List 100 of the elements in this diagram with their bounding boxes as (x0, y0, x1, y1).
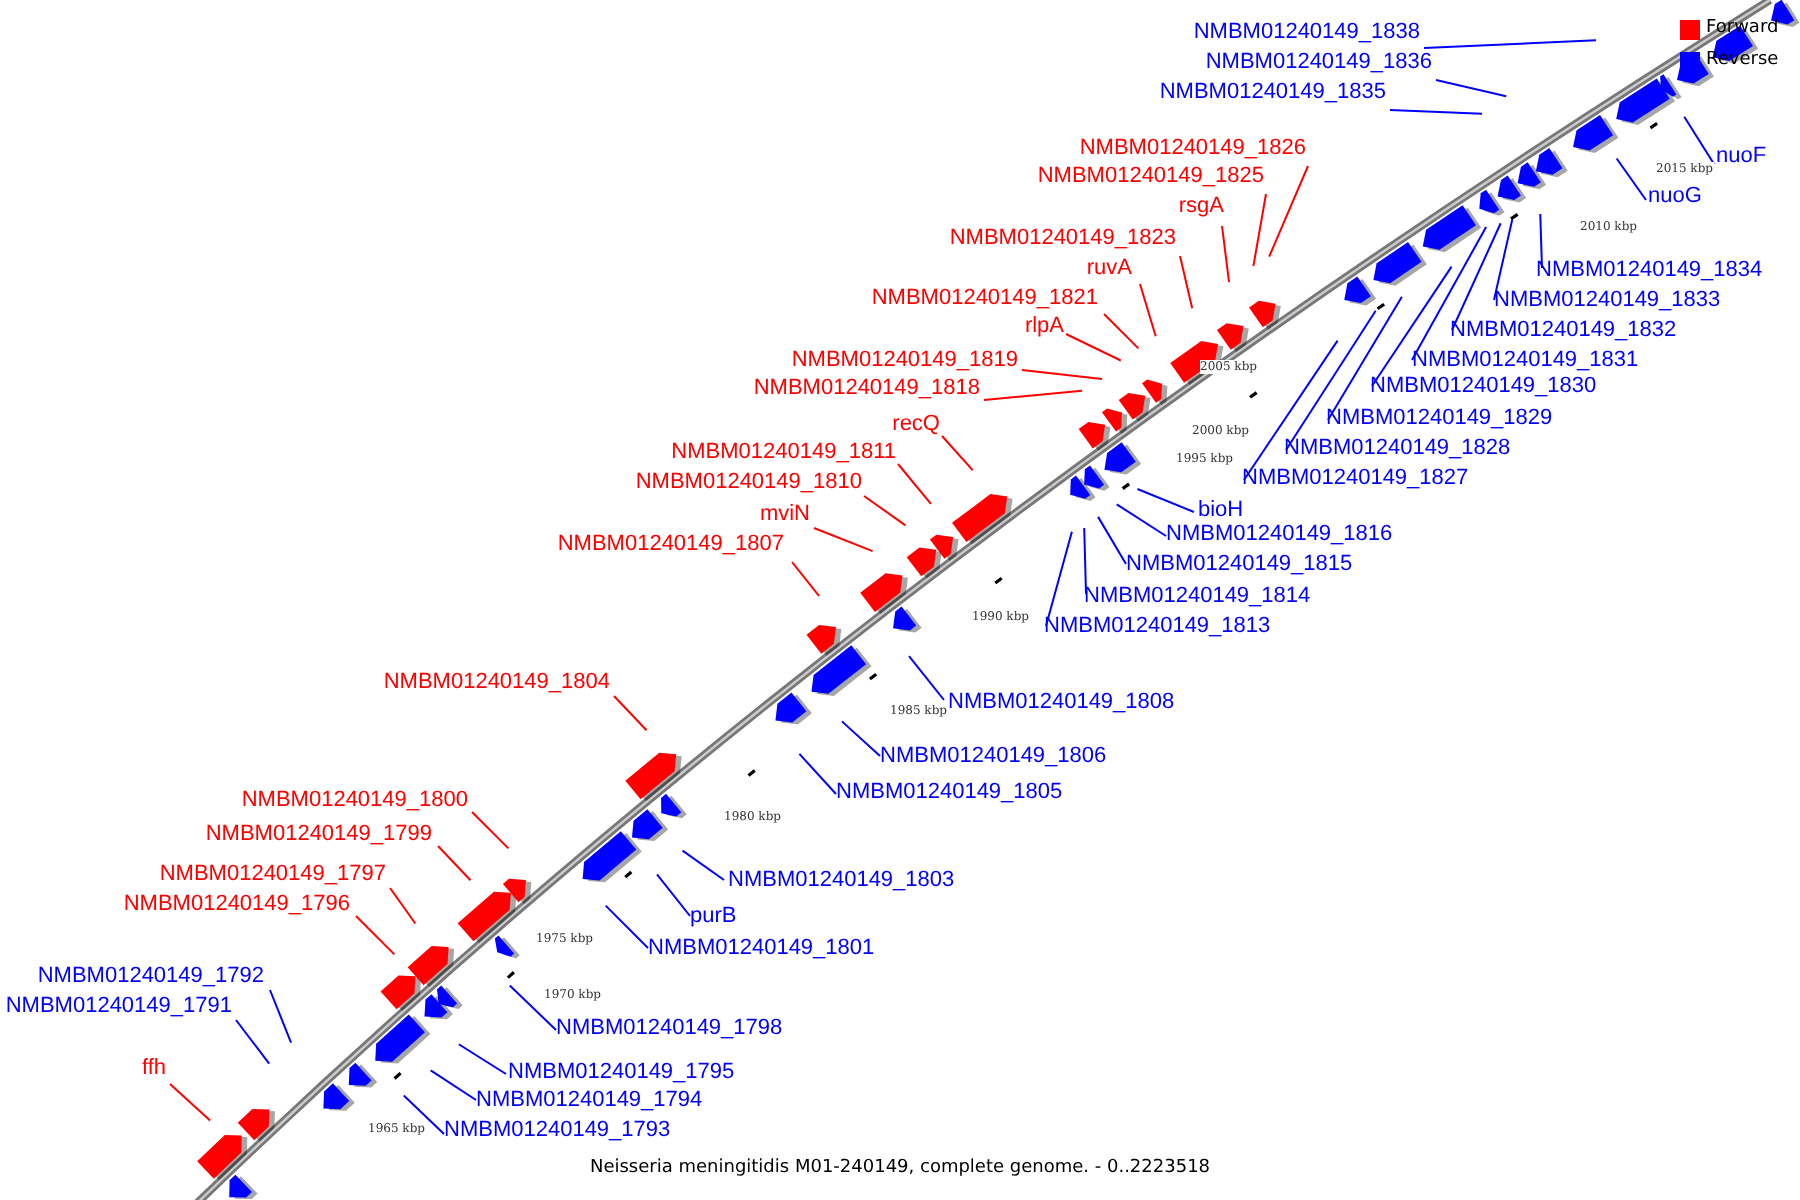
leader-line (508, 984, 557, 1031)
leader-line (983, 389, 1084, 401)
gene-label: NMBM01240149_1796 (123, 892, 350, 918)
leader-line (798, 752, 837, 795)
leader-line (840, 720, 881, 757)
gene-label: NMBM01240149_1794 (476, 1088, 703, 1114)
leader-line (1097, 515, 1127, 565)
leader-line (1268, 165, 1309, 258)
leader-line (1065, 333, 1122, 362)
gene-label: NMBM01240149_1831 (1412, 348, 1639, 374)
leader-line (1139, 283, 1157, 338)
leader-line (429, 1069, 477, 1101)
gene-label: NMBM01240149_1800 (241, 788, 468, 814)
leader-line (235, 1019, 271, 1065)
leader-line (604, 904, 649, 949)
gene-label: NMBM01240149_1833 (1494, 288, 1721, 314)
gene-label: NMBM01240149_1807 (557, 532, 784, 558)
leader-line (457, 1043, 507, 1075)
gene-label: rlpA (1024, 314, 1064, 340)
leader-line (655, 873, 691, 917)
gene-label: NMBM01240149_1826 (1079, 136, 1306, 162)
gene-label: nuoF (1716, 144, 1767, 170)
leader-line (355, 915, 396, 956)
leader-line (1221, 225, 1230, 284)
gene-label: NMBM01240149_1828 (1284, 436, 1511, 462)
gene-label: NMBM01240149_1835 (1159, 80, 1386, 106)
leader-line (1389, 109, 1483, 115)
gene-label: NMBM01240149_1803 (728, 868, 955, 894)
gene-label: NMBM01240149_1819 (791, 348, 1018, 374)
gene-label: NMBM01240149_1801 (648, 936, 875, 962)
gene-label: NMBM01240149_1834 (1536, 258, 1763, 284)
leader-line (1539, 213, 1543, 269)
leader-line (791, 561, 820, 597)
leader-line (1683, 115, 1715, 165)
gene-label: NMBM01240149_1813 (1044, 614, 1271, 640)
gene-label: NMBM01240149_1821 (871, 286, 1098, 312)
leader-line (1371, 265, 1453, 387)
gene-label: ruvA (1086, 256, 1132, 282)
gene-label: NMBM01240149_1816 (1166, 522, 1393, 548)
legend-label: Forward (1706, 18, 1779, 40)
leader-line (1285, 309, 1377, 451)
gene-label: recQ (892, 412, 940, 438)
leader-line (897, 463, 932, 505)
gene-label: NMBM01240149_1799 (205, 822, 432, 848)
leader-line (1179, 255, 1194, 310)
leader-line (1451, 222, 1502, 331)
gene-label: mviN (759, 502, 810, 528)
gene-label: NMBM01240149_1823 (949, 226, 1176, 252)
leader-line (437, 845, 472, 882)
gene-label: NMBM01240149_1793 (444, 1118, 671, 1144)
gene-label: NMBM01240149_1792 (37, 964, 264, 990)
leader-line (1136, 488, 1195, 513)
leader-line (1435, 79, 1508, 98)
leader-line (681, 849, 725, 881)
gene-label: NMBM01240149_1808 (948, 690, 1175, 716)
leader-line (1493, 218, 1514, 301)
gene-label: NMBM01240149_1804 (383, 670, 610, 696)
leader-line (1252, 193, 1267, 268)
legend-label: Reverse (1706, 50, 1779, 72)
gene-label: NMBM01240149_1795 (508, 1060, 735, 1086)
leader-line (908, 655, 945, 701)
gene-label: NMBM01240149_1805 (836, 780, 1063, 806)
leader-line (169, 1083, 212, 1122)
leader-line (402, 1094, 445, 1135)
gene-label: NMBM01240149_1838 (1193, 20, 1420, 46)
leader-line (1411, 226, 1488, 361)
leader-line (389, 887, 417, 925)
gene-label: ffh (141, 1056, 166, 1082)
gene-label: nuoG (1648, 184, 1702, 210)
gene-label: NMBM01240149_1814 (1084, 584, 1311, 610)
gene-label: NMBM01240149_1798 (556, 1016, 783, 1042)
gene-label: NMBM01240149_1811 (671, 440, 896, 466)
gene-label: NMBM01240149_1830 (1370, 374, 1597, 400)
gene-label: NMBM01240149_1818 (753, 376, 980, 402)
gene-label: NMBM01240149_1836 (1205, 50, 1432, 76)
gene-label: NMBM01240149_1797 (159, 862, 386, 888)
leader-line (1103, 313, 1140, 350)
gene-label: NMBM01240149_1825 (1037, 164, 1264, 190)
leader-line (1327, 295, 1403, 421)
leader-line (863, 495, 907, 527)
leader-line (1021, 369, 1104, 381)
gene-label: purB (690, 904, 737, 930)
gene-label: bioH (1198, 498, 1244, 524)
leader-line (471, 811, 510, 850)
leader-line (1423, 39, 1597, 49)
leader-line (269, 989, 293, 1044)
leader-line (613, 695, 648, 732)
leader-line (1615, 157, 1647, 201)
leader-line (1115, 503, 1167, 537)
gene-label: NMBM01240149_1810 (635, 470, 862, 496)
gene-label: NMBM01240149_1815 (1126, 552, 1353, 578)
caption: Neisseria meningitidis M01-240149, complete genome. - 0..2223518 (589, 1158, 1211, 1180)
gene-label: NMBM01240149_1791 (5, 994, 232, 1020)
leader-line (1243, 339, 1339, 481)
gene-label: rsgA (1178, 194, 1224, 220)
gene-label: NMBM01240149_1827 (1242, 466, 1469, 492)
leader-line (813, 527, 874, 553)
gene-label: NMBM01240149_1806 (880, 744, 1107, 770)
gene-label: NMBM01240149_1832 (1450, 318, 1677, 344)
leader-line (941, 435, 974, 472)
